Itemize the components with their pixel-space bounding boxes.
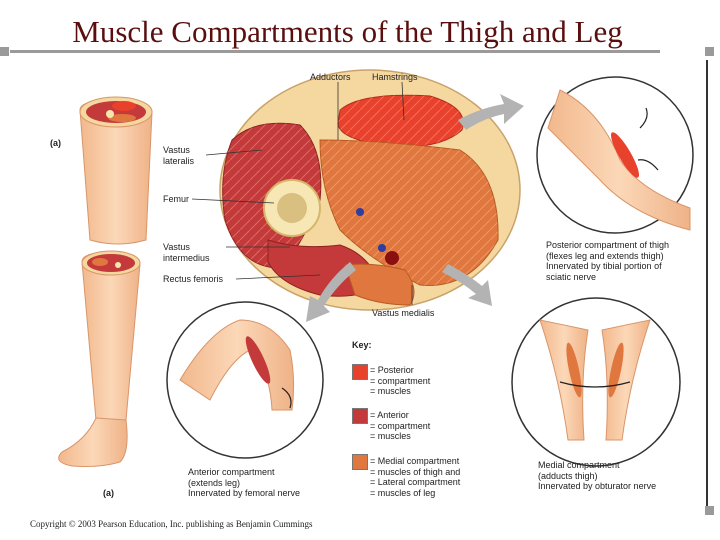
thigh-cross-section — [220, 70, 520, 310]
key-swatch-anterior — [352, 408, 368, 424]
caption-medial: Medial compartment(adducts thigh)Innerva… — [538, 460, 656, 492]
key-swatch-posterior — [352, 364, 368, 380]
thigh-segment — [80, 97, 152, 244]
label-hamstrings: Hamstrings — [372, 72, 418, 83]
key-swatch-medial — [352, 454, 368, 470]
key-text-medial: = Medial compartment= muscles of thigh a… — [370, 456, 460, 498]
panel-label-a-top: (a) — [50, 138, 61, 149]
caption-posterior: Posterior compartment of thigh(flexes le… — [546, 240, 669, 282]
anterior-view-circle — [167, 302, 323, 458]
label-vastus-medialis: Vastus medialis — [372, 308, 434, 319]
label-adductors: Adductors — [310, 72, 351, 83]
label-rectus-femoris: Rectus femoris — [163, 274, 223, 285]
label-femur: Femur — [163, 194, 189, 205]
leg-segment — [59, 251, 140, 467]
key-heading: Key: — [352, 340, 372, 351]
posterior-view-circle — [537, 77, 693, 233]
key-text-anterior: = Anterior= compartment= muscles — [370, 410, 430, 442]
key-text-posterior: = Posterior= compartment= muscles — [370, 365, 430, 397]
caption-anterior: Anterior compartment(extends leg)Innerva… — [188, 467, 300, 499]
panel-label-a-bottom: (a) — [103, 488, 114, 499]
copyright-notice: Copyright © 2003 Pearson Education, Inc.… — [30, 519, 313, 529]
medial-view-circle — [512, 298, 680, 466]
